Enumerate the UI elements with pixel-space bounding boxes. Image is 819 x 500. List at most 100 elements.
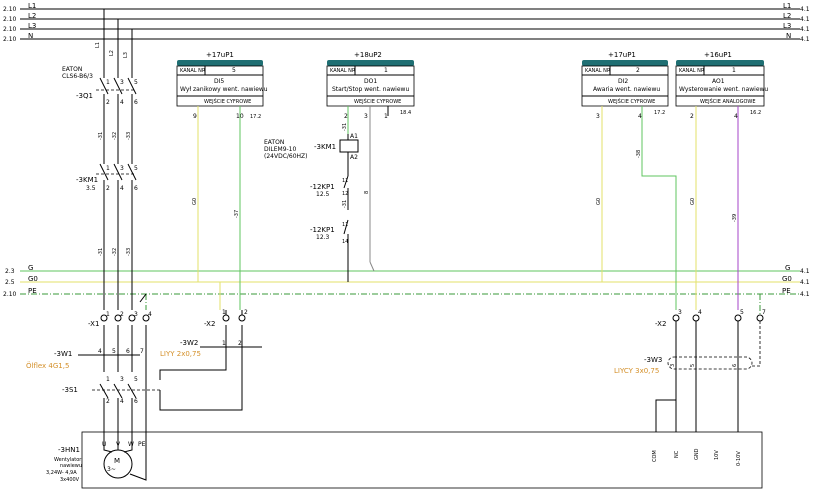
breaker-pin-3: 3 bbox=[120, 79, 124, 86]
relay1-pin-a: 11 bbox=[342, 178, 348, 184]
motor-term-w: W bbox=[128, 441, 134, 448]
module4-type: AO1 bbox=[712, 78, 725, 85]
bus-ref-l3: 2.10 bbox=[3, 26, 17, 33]
breaker-labels: EATON CLS6-B6/3 -3Q1 1 3 5 2 4 6 L1 L2 L… bbox=[62, 42, 138, 140]
terminal-x1-tag: -X1 bbox=[88, 320, 99, 328]
module2-num: 1 bbox=[384, 67, 388, 74]
relay2-pin-a: 11 bbox=[342, 222, 348, 228]
bus-name-l2-right: L2 bbox=[783, 12, 791, 20]
bus-ref-g: 2.3 bbox=[5, 268, 15, 275]
coil-a2: A2 bbox=[350, 154, 358, 161]
module1-pin-a: 9 bbox=[193, 113, 197, 120]
relay1-pin-b: 12 bbox=[342, 191, 348, 197]
motor-right-com: COM bbox=[652, 450, 658, 462]
module1-wire-b: -37 bbox=[234, 210, 240, 218]
x1-pin-2: 2 bbox=[120, 311, 124, 318]
switch-pin-2: 2 bbox=[106, 398, 110, 405]
switch-pin-6: 6 bbox=[134, 398, 138, 405]
bus-name-g0-right: G0 bbox=[782, 275, 792, 283]
module1-wire-a: G0 bbox=[192, 198, 198, 205]
motor-label1: Wentylator bbox=[54, 457, 82, 463]
module3-wire-a: G0 bbox=[596, 198, 602, 205]
bus-name-l3: L3 bbox=[28, 22, 36, 30]
motor-tag: -3HN1 bbox=[58, 446, 80, 454]
motor-phase: 3~ bbox=[107, 466, 116, 473]
module3-desc: Awaria went. nawiewu bbox=[593, 86, 660, 93]
relay1-tag: -12KP1 bbox=[310, 183, 335, 191]
module1-num: 5 bbox=[232, 67, 236, 74]
contactor-wire-1: -31 bbox=[98, 248, 104, 256]
contactor-wire-3: -33 bbox=[126, 248, 132, 256]
module-4: +16uP1 KANAL NR 1 AO1 Wysterowanie went.… bbox=[675, 51, 768, 310]
x1-pin-1: 1 bbox=[106, 311, 110, 318]
relay1-ref: 12.5 bbox=[316, 191, 330, 198]
relay2-ref: 12.3 bbox=[316, 234, 330, 241]
cable3-pin-3: 3 bbox=[670, 364, 676, 367]
coil-a1: A1 bbox=[350, 133, 358, 140]
module4-wire-b: -39 bbox=[732, 214, 738, 222]
motor-right-10v: 10V bbox=[714, 450, 720, 460]
cable2-name: LIYY 2x0,75 bbox=[160, 350, 201, 358]
breaker-maker: EATON bbox=[62, 66, 82, 73]
contactor-ref: 3.5 bbox=[86, 185, 96, 192]
terminal-x2-right: -X2 3 4 5 7 bbox=[655, 294, 766, 432]
switch-pin-1: 1 bbox=[106, 376, 110, 383]
module4-wire-a: G0 bbox=[690, 198, 696, 205]
contactor-pin-6: 6 bbox=[134, 185, 138, 192]
breaker-top-l2: L2 bbox=[109, 50, 115, 56]
module4-num: 1 bbox=[732, 67, 736, 74]
cable3-pin-5: 5 bbox=[690, 364, 696, 367]
module3-wire-b: -38 bbox=[636, 150, 642, 158]
breaker-pin-2: 2 bbox=[106, 99, 110, 106]
module4-ref: 16.2 bbox=[750, 110, 761, 116]
relay2-pin-b: 14 bbox=[342, 239, 348, 245]
terminal-x1: -X1 1 2 3 4 bbox=[88, 311, 152, 328]
motor-spec: 3,24W- 4,9A bbox=[46, 470, 77, 476]
breaker-wire-2: -32 bbox=[112, 132, 118, 140]
cable3-pin-6: 6 bbox=[732, 364, 738, 367]
x1-pin-3: 3 bbox=[134, 311, 138, 318]
motor-label2: nawiewu bbox=[60, 463, 82, 469]
module3-ref: 17.2 bbox=[654, 110, 665, 116]
switch-pin-4: 4 bbox=[120, 398, 124, 405]
motor-symbol: M bbox=[114, 457, 120, 465]
switch-tag: -3S1 bbox=[62, 386, 78, 394]
x2a-pin-2: 2 bbox=[244, 309, 248, 316]
motor-spec2: 3x400V bbox=[60, 477, 80, 483]
module3-tag: +17uP1 bbox=[608, 51, 636, 59]
module4-foot: WEJŚCIE ANALOGOWE bbox=[700, 98, 756, 105]
module2-pin-b: 3 bbox=[364, 113, 368, 120]
module4-tag: +16uP1 bbox=[704, 51, 732, 59]
module2-tag: +18uP2 bbox=[354, 51, 382, 59]
motor-enclosure: -3HN1 Wentylator nawiewu 3,24W- 4,9A 3x4… bbox=[46, 431, 763, 489]
breaker-pin-6: 6 bbox=[134, 99, 138, 106]
breaker-model: CLS6-B6/3 bbox=[62, 73, 93, 80]
contactor-wire-2: -32 bbox=[112, 248, 118, 256]
breaker-pin-1: 1 bbox=[106, 79, 110, 86]
module-3: +17uP1 KANAL NR 2 DI2 Awaria went. nawie… bbox=[581, 51, 677, 310]
cable1-pin-6: 6 bbox=[126, 348, 130, 355]
bus-next-l2: 4.1 bbox=[800, 16, 810, 23]
switch-pin-3: 3 bbox=[120, 376, 124, 383]
x2b-tag: -X2 bbox=[655, 320, 666, 328]
cable1-tag: -3W1 bbox=[54, 350, 72, 358]
cable1-pin-7: 7 bbox=[140, 348, 144, 355]
motor-right-gnd: GND bbox=[694, 448, 700, 460]
coil-wire-a2: 8 bbox=[364, 191, 370, 194]
cable2-pin-1: 1 bbox=[222, 340, 226, 347]
breaker-top-l3: L3 bbox=[123, 52, 129, 58]
module4-col1: KANAL NR bbox=[679, 68, 705, 74]
breaker-wire-3: -33 bbox=[126, 132, 132, 140]
bus-ref-l2: 2.10 bbox=[3, 16, 17, 23]
module1-tag: +17uP1 bbox=[206, 51, 234, 59]
breaker-wire-1: -31 bbox=[98, 132, 104, 140]
module2-desc: Start/Stop went. nawiewu bbox=[332, 86, 409, 93]
module3-pin-a: 3 bbox=[596, 113, 600, 120]
bus-next-pe: 4.1 bbox=[800, 291, 810, 298]
coil-circuit: EATON DILEM9-10 (24VDC/60HZ) -3KM1 A1 A2… bbox=[264, 123, 370, 282]
cable-3w2: -3W2 LIYY 2x0,75 1 2 bbox=[160, 339, 262, 358]
module-2: +18uP2 KANAL NR 1 DO1 Start/Stop went. n… bbox=[326, 51, 415, 272]
bus-lines: 2.10 2.10 2.10 2.10 L1 L2 L3 N L1 L2 L3 … bbox=[3, 2, 810, 43]
coil-tag: -3KM1 bbox=[314, 143, 336, 151]
x2a-pin-1: 1 bbox=[222, 309, 226, 316]
